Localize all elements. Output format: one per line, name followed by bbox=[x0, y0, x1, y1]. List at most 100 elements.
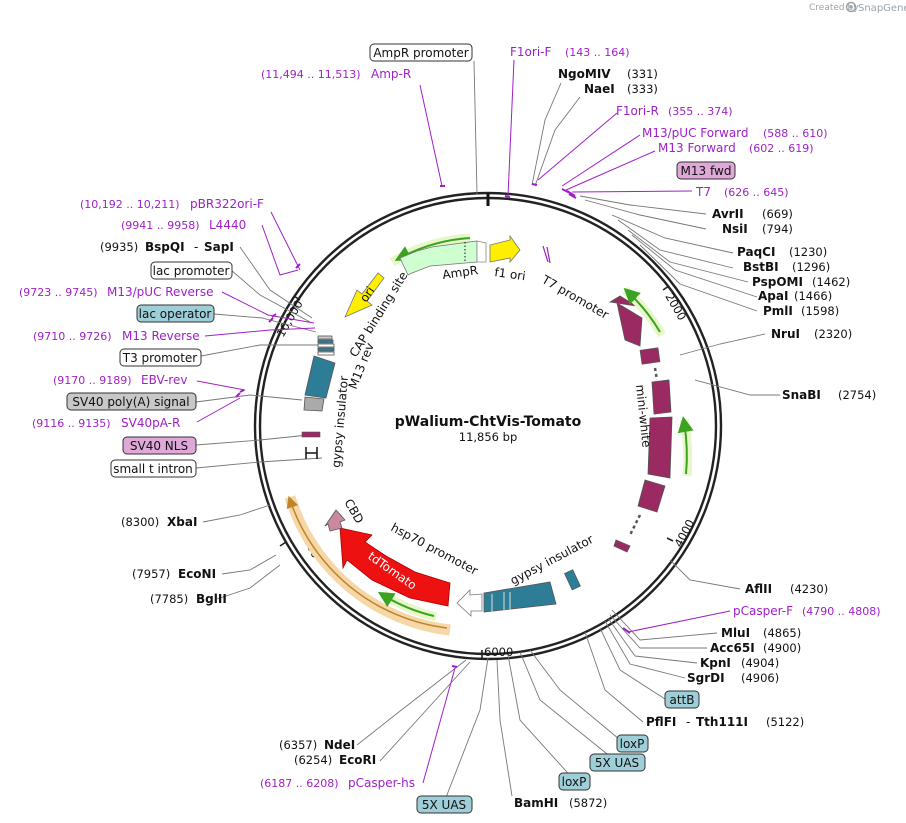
enzyme-snabi: SnaBI bbox=[782, 388, 821, 402]
plasmid-name: pWalium-ChtVis-Tomato bbox=[395, 414, 582, 430]
miniwhite-exon-3 bbox=[647, 416, 673, 479]
ori-feature bbox=[344, 272, 385, 318]
label-ampr: AmpR bbox=[441, 263, 478, 282]
label-t7promoter: T7 promoter bbox=[539, 272, 611, 322]
primer-ebv-rev: EBV-rev bbox=[141, 373, 187, 387]
enzyme-apai-pos: (1466) bbox=[794, 289, 832, 303]
enzyme-labels: NgoMIV (331) NaeI (333) AvrII (669) NsiI… bbox=[100, 67, 876, 810]
cbd-feature bbox=[324, 509, 346, 532]
enzyme-ngomiv-pos: (331) bbox=[627, 67, 658, 81]
label-cbd: CBD bbox=[341, 497, 366, 526]
enzyme-paqci-pos: (1230) bbox=[789, 245, 827, 259]
box-lac-promoter: lac promoter bbox=[153, 264, 230, 278]
label-gypsy-left: gypsy insulator bbox=[329, 375, 351, 468]
enzyme-nrui-pos: (2320) bbox=[814, 327, 852, 341]
enzyme-sgrdi-pos: (4906) bbox=[741, 671, 779, 685]
enzyme-naei: NaeI bbox=[584, 82, 615, 96]
primer-pcasper-f: pCasper-F bbox=[733, 604, 793, 618]
enzyme-bamhi-pos: (5872) bbox=[569, 796, 607, 810]
box-lac-operator: lac operator bbox=[139, 307, 212, 321]
enzyme-nsii-pos: (794) bbox=[762, 222, 793, 236]
box-sv40-polya: SV40 poly(A) signal bbox=[72, 395, 189, 409]
enzyme-apai: ApaI bbox=[758, 289, 788, 303]
primer-sv40pa-r: SV40pA-R bbox=[121, 416, 180, 430]
primer-ebv-rev-pos: (9170 .. 9189) bbox=[53, 374, 132, 387]
created-by-text: Created by bbox=[809, 3, 859, 13]
tick-4000: 4000 bbox=[671, 517, 697, 549]
enzyme-nsii: NsiI bbox=[722, 222, 748, 236]
primer-f1ori-f: F1ori-F bbox=[510, 45, 551, 59]
primer-m13-reverse-pos: (9710 .. 9726) bbox=[33, 330, 112, 343]
primer-m13puc-reverse-pos: (9723 .. 9745) bbox=[19, 286, 98, 299]
plasmid-size: 11,856 bp bbox=[459, 430, 518, 444]
primer-t7: T7 bbox=[695, 185, 711, 199]
box-5xuas-1: 5X UAS bbox=[595, 756, 639, 770]
box-small-t-intron: small t intron bbox=[113, 462, 193, 476]
enzyme-ndei-pos: (6357) bbox=[279, 738, 317, 752]
enzyme-bstbi-pos: (1296) bbox=[792, 260, 830, 274]
enzyme-pmli-pos: (1598) bbox=[801, 304, 839, 318]
enzyme-econi: EcoNI bbox=[178, 567, 216, 581]
svg-text:-: - bbox=[194, 240, 198, 254]
enzyme-snabi-pos: (2754) bbox=[838, 388, 876, 402]
primer-amp-r: Amp-R bbox=[371, 67, 411, 81]
enzyme-avrii-pos: (669) bbox=[762, 207, 793, 221]
primer-pcasper-f-pos: (4790 .. 4808) bbox=[802, 605, 881, 618]
primer-l4440-pos: (9941 .. 9958) bbox=[121, 219, 200, 232]
enzyme-sgrdi: SgrDI bbox=[687, 671, 725, 685]
primer-l4440: L4440 bbox=[209, 218, 246, 232]
miniwhite-exon-2 bbox=[651, 379, 672, 415]
leader-lines bbox=[195, 60, 780, 801]
enzyme-bstbi: BstBI bbox=[743, 260, 779, 274]
primer-arrows bbox=[235, 183, 631, 668]
enzyme-xbai-pos: (8300) bbox=[121, 515, 159, 529]
box-t3-promoter: T3 promoter bbox=[122, 351, 198, 365]
primer-amp-r-pos: (11,494 .. 11,513) bbox=[261, 68, 361, 81]
box-loxp-1: loxP bbox=[620, 737, 645, 751]
feature-shapes bbox=[284, 233, 694, 636]
gypsy-insulator-bottom bbox=[483, 581, 557, 613]
f1-ori-feature bbox=[489, 234, 521, 264]
enzyme-bspqi: BspQI bbox=[145, 240, 185, 254]
primer-m13-reverse: M13 Reverse bbox=[122, 329, 200, 343]
tick-6000: 6000 bbox=[484, 645, 513, 659]
svg-text:-: - bbox=[686, 715, 690, 729]
enzyme-acc65i-pos: (4900) bbox=[763, 641, 801, 655]
primer-f1ori-f-pos: (143 .. 164) bbox=[565, 46, 630, 59]
enzyme-sapi: SapI bbox=[204, 240, 234, 254]
box-loxp-2: loxP bbox=[562, 775, 587, 789]
primer-m13puc-forward-pos: (588 .. 610) bbox=[763, 127, 828, 140]
primer-m13-forward: M13 Forward bbox=[658, 141, 736, 155]
enzyme-tth111i: Tth111I bbox=[696, 715, 748, 729]
primer-sv40pa-r-pos: (9116 .. 9135) bbox=[32, 417, 111, 430]
primer-m13-forward-pos: (602 .. 619) bbox=[749, 142, 814, 155]
box-attb: attB bbox=[670, 693, 695, 707]
primer-pcasper-hs-pos: (6187 .. 6208) bbox=[260, 777, 339, 790]
enzyme-bglii: BglII bbox=[196, 592, 227, 606]
enzyme-ndei: NdeI bbox=[324, 738, 355, 752]
enzyme-ngomiv: NgoMIV bbox=[558, 67, 611, 81]
enzyme-xbai: XbaI bbox=[167, 515, 197, 529]
primer-m13puc-reverse: M13/pUC Reverse bbox=[107, 285, 214, 299]
enzyme-bspqi-pos: (9935) bbox=[100, 240, 138, 254]
snapgene-logo-icon bbox=[845, 1, 857, 13]
enzyme-avrii: AvrII bbox=[712, 207, 744, 221]
primer-pbr322ori-f-pos: (10,192 .. 10,211) bbox=[80, 198, 180, 211]
enzyme-aflii-pos: (4230) bbox=[790, 582, 828, 596]
enzyme-pspomi-pos: (1462) bbox=[812, 275, 850, 289]
enzyme-kpni: KpnI bbox=[700, 656, 731, 670]
miniwhite-exon-1 bbox=[616, 302, 643, 347]
ampr-feature bbox=[399, 240, 478, 276]
enzyme-aflii: AflII bbox=[745, 582, 772, 596]
enzyme-nrui: NruI bbox=[771, 327, 800, 341]
tdtomato-feature bbox=[339, 527, 451, 607]
enzyme-bglii-pos: (7785) bbox=[150, 592, 188, 606]
primer-f1ori-r: F1ori-R bbox=[616, 104, 659, 118]
box-m13-fwd: M13 fwd bbox=[681, 164, 732, 178]
enzyme-econi-pos: (7957) bbox=[132, 567, 170, 581]
enzyme-pspomi: PspOMI bbox=[752, 275, 803, 289]
boxed-feature-labels: AmpR promoter M13 fwd lac promoter lac o… bbox=[66, 43, 736, 814]
primer-m13puc-forward: M13/pUC Forward bbox=[642, 126, 749, 140]
label-gypsy-bottom: gypsy insulator bbox=[508, 532, 596, 588]
